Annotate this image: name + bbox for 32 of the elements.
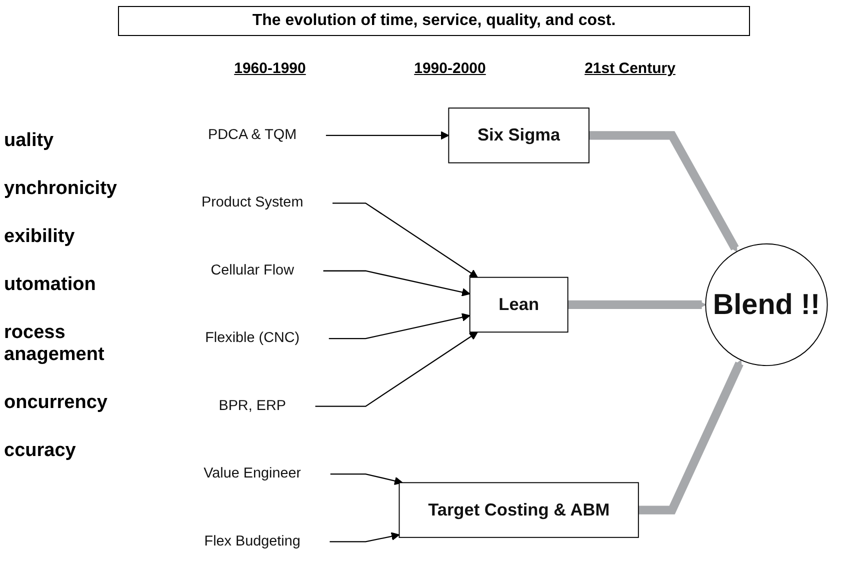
node-text: BPR, ERP (218, 397, 286, 414)
node-box: Six Sigma (448, 108, 590, 164)
arrow (638, 360, 744, 514)
column-heading: 1960-1990 (233, 60, 307, 77)
column-heading: 1990-2000 (413, 60, 487, 77)
node-text: Flexible (CNC) (205, 330, 300, 346)
arrow (328, 313, 470, 340)
node-text: Product System (202, 194, 304, 211)
category-label: uality (4, 130, 55, 152)
arrow (322, 270, 470, 296)
category-label: utomation (4, 274, 97, 296)
arrow (568, 300, 706, 310)
node-box: Lean (469, 276, 568, 333)
category-label: exibility (4, 226, 76, 248)
arrow (325, 131, 450, 140)
arrow (329, 532, 400, 542)
title-box: The evolution of time, service, quality, and cost. (118, 6, 750, 36)
category-label: ynchronicity (4, 178, 118, 200)
node-text: Cellular Flow (210, 262, 294, 278)
category-label: rocess anagement (4, 322, 106, 366)
node-circle: Blend !! (705, 243, 828, 366)
node-text: Flex Budgeting (204, 532, 300, 550)
node-box: Target Costing & ABM (398, 482, 639, 538)
arrow (330, 473, 403, 486)
node-text: Value Engineer (204, 465, 302, 482)
category-label: oncurrency (4, 392, 108, 414)
arrow (314, 332, 478, 407)
category-label: ccuracy (4, 440, 77, 462)
column-heading: 21st Century (584, 60, 676, 77)
arrow (588, 131, 739, 252)
node-text: PDCA & TQM (208, 126, 297, 143)
arrow (332, 202, 478, 278)
